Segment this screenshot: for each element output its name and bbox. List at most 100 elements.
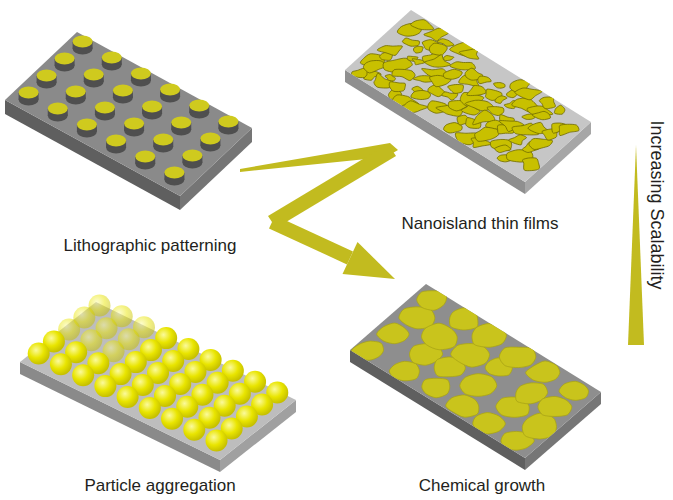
pattern-disk <box>135 151 155 170</box>
nanoisland <box>515 88 542 100</box>
nanoisland <box>508 135 526 145</box>
pattern-disk <box>131 68 151 87</box>
disk-top <box>66 86 86 98</box>
grain <box>389 361 419 381</box>
disk-top <box>102 52 122 64</box>
grain <box>422 378 450 397</box>
scalability-wedge <box>628 145 644 345</box>
pattern-disk <box>113 85 133 104</box>
substrate-top <box>20 302 296 460</box>
nanoisland <box>413 46 423 53</box>
nanoisland <box>475 127 499 141</box>
arrow-part <box>269 216 353 265</box>
disk-top <box>153 134 173 146</box>
pattern-disk <box>95 102 115 121</box>
grain-group <box>351 291 588 450</box>
pattern-disk <box>73 36 93 55</box>
grain <box>538 396 572 416</box>
nanoisland <box>437 39 454 47</box>
pattern-disk <box>171 117 191 136</box>
nanoisland <box>532 111 550 119</box>
disk-top <box>37 70 57 82</box>
particle <box>183 419 205 441</box>
nanoisland <box>522 158 539 171</box>
nanoisland <box>467 86 487 96</box>
disk-top <box>113 85 133 97</box>
particle <box>161 408 183 430</box>
pattern-disk <box>55 53 75 72</box>
pattern-disk <box>124 118 144 137</box>
pattern-disk <box>218 116 238 135</box>
grain <box>377 323 409 344</box>
nanoisland <box>494 83 506 89</box>
grain <box>473 413 506 434</box>
pattern-disk <box>182 150 202 169</box>
panel-caption: Lithographic patterning <box>64 236 237 256</box>
nanoisland <box>411 20 434 30</box>
pattern-disk <box>160 84 180 103</box>
grain <box>446 395 479 417</box>
nanoisland-panel <box>345 10 591 194</box>
disk-top <box>48 103 68 115</box>
panel-caption: Nanoisland thin films <box>402 214 559 234</box>
grain <box>417 291 447 311</box>
nanoisland <box>554 105 565 114</box>
disk-top <box>95 102 115 114</box>
grain <box>449 308 478 330</box>
disk-top <box>160 84 180 96</box>
panel-caption: Particle aggregation <box>84 476 235 496</box>
arrow-part <box>343 242 396 279</box>
particle <box>94 375 116 397</box>
pattern-disk <box>106 135 126 154</box>
pattern-disk <box>102 52 122 71</box>
aggregation-panel <box>20 294 296 472</box>
particle <box>50 353 72 375</box>
disk-top <box>171 117 191 129</box>
arrow-part <box>268 144 396 228</box>
pattern-disk <box>153 134 173 153</box>
disk-top <box>135 151 155 163</box>
disk-top <box>106 135 126 147</box>
growth-panel <box>350 284 601 470</box>
pattern-disk <box>189 100 209 119</box>
axis-label: Increasing Scalability <box>646 120 668 289</box>
panel-caption: Chemical growth <box>419 476 546 496</box>
nanoisland <box>495 96 507 104</box>
nanoisland <box>478 76 492 84</box>
nanoisland <box>539 97 555 109</box>
pattern-disk <box>77 119 97 138</box>
nanoisland <box>559 124 579 135</box>
process-arrow <box>240 143 398 279</box>
disk-top <box>164 167 184 179</box>
disk-top <box>19 87 39 99</box>
particle <box>28 342 50 364</box>
nanoisland <box>487 107 504 116</box>
particle <box>205 430 227 452</box>
particle <box>117 386 139 408</box>
particle <box>72 364 94 386</box>
pattern-disk <box>66 86 86 105</box>
pattern-disk <box>19 87 39 106</box>
grain <box>522 413 556 439</box>
disk-top <box>84 69 104 81</box>
grain <box>559 381 589 400</box>
pattern-disk <box>48 103 68 122</box>
pattern-disk <box>200 133 220 152</box>
grain <box>499 347 536 367</box>
grain <box>472 324 506 348</box>
nanoisland <box>389 82 405 92</box>
lithography-panel <box>5 32 252 210</box>
substrate-top <box>350 284 601 458</box>
nanoisland <box>444 55 454 60</box>
disk-top <box>142 101 162 113</box>
disk-top <box>218 116 238 128</box>
nanoisland <box>495 145 511 153</box>
disk-top <box>189 100 209 112</box>
substrate-top <box>5 32 252 196</box>
pattern-disk <box>164 167 184 186</box>
pattern-disk <box>37 70 57 89</box>
grain <box>526 361 560 382</box>
disk-top <box>131 68 151 80</box>
grain <box>351 341 383 360</box>
